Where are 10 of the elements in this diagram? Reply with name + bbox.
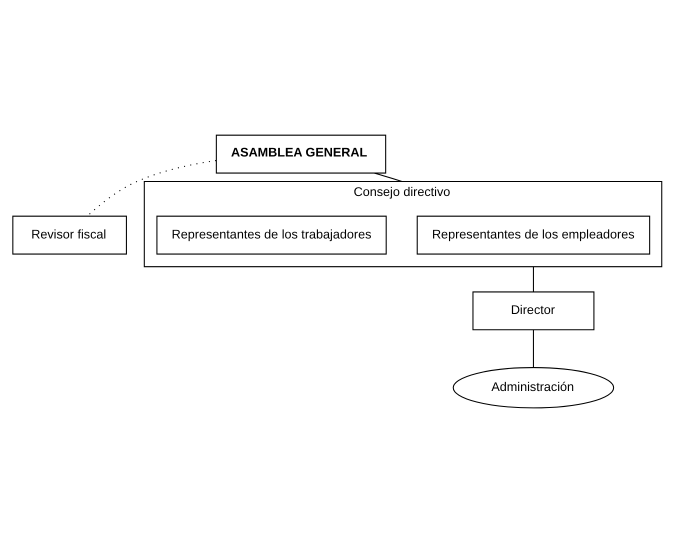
node-box: Representantes de los empleadores <box>416 215 650 254</box>
node-box: Revisor fiscal <box>12 215 127 254</box>
node-box: Representantes de los trabajadores <box>156 215 387 254</box>
connector <box>532 330 534 367</box>
connector <box>532 266 534 292</box>
node-box: ASAMBLEA GENERAL <box>216 134 386 174</box>
connector <box>374 172 402 182</box>
node-box: Director <box>472 290 594 330</box>
connector <box>87 160 216 216</box>
node-ellipse: Administración <box>452 366 614 408</box>
